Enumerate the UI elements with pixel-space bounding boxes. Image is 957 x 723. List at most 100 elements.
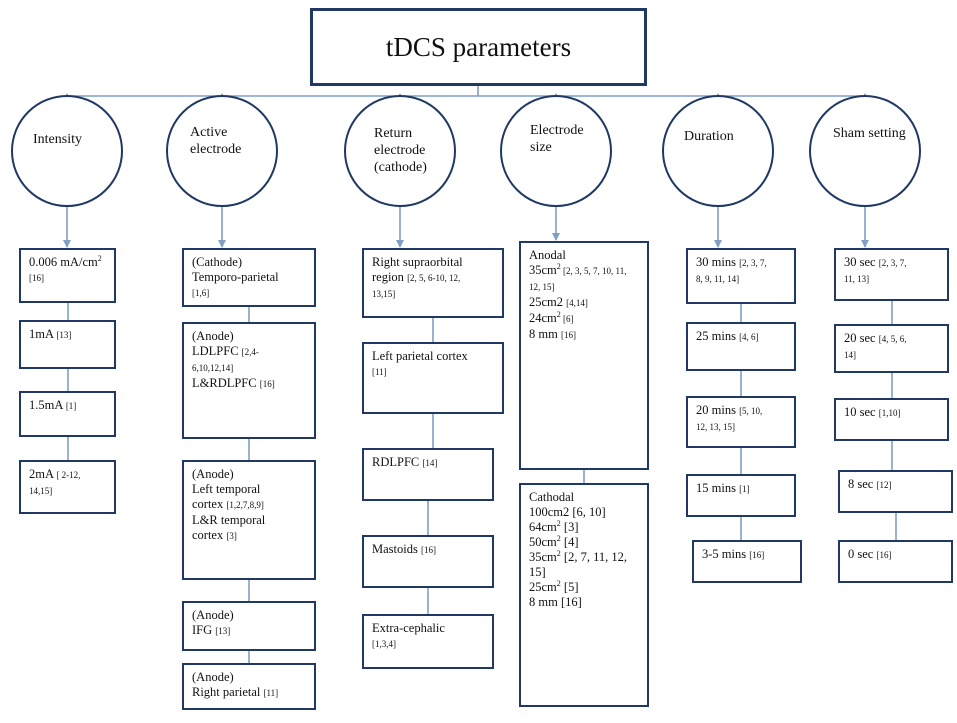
line-text: 8 mm xyxy=(529,327,561,341)
line-text: 0.006 mA/cm xyxy=(29,255,98,269)
box-line: (Anode) xyxy=(192,670,306,685)
return-electrode-box: Mastoids [16] xyxy=(362,535,494,588)
line-text: 25 mins xyxy=(696,329,740,343)
duration-box: 3-5 mins [16] xyxy=(692,540,802,583)
line-text: 8 mm [16] xyxy=(529,595,582,609)
box-line: cortex [1,2,7,8,9] xyxy=(192,497,306,513)
reference-citation: [1] xyxy=(65,401,77,411)
line-text: 20 sec xyxy=(844,331,879,345)
line-text: Cathodal xyxy=(529,490,575,504)
box-line: 3-5 mins [16] xyxy=(702,547,792,563)
superscript: 2 xyxy=(556,518,561,528)
return-electrode-box: Extra-cephalic [1,3,4] xyxy=(362,614,494,669)
intensity-box: 1mA [13] xyxy=(19,320,116,369)
box-line: 15] xyxy=(529,565,639,580)
box-line: 0 sec [16] xyxy=(848,547,943,563)
box-line: L&R temporal xyxy=(192,513,306,528)
reference-citation: [16] xyxy=(876,550,892,560)
reference-citation: [ 2-12, xyxy=(56,470,81,480)
reference-citation: [1,2,7,8,9] xyxy=(226,500,264,510)
box-line: (Anode) xyxy=(192,329,306,344)
reference-citation: [13] xyxy=(215,626,231,636)
box-line: Right supraorbital xyxy=(372,255,494,270)
line-text: 15 mins xyxy=(696,481,740,495)
line-text: (Anode) xyxy=(192,329,234,343)
box-line: 1.5mA [1] xyxy=(29,398,106,414)
line-text: Extra-cephalic xyxy=(372,621,445,635)
line-text: Right parietal xyxy=(192,685,264,699)
reference-citation: [1] xyxy=(739,484,750,494)
box-line: 35cm2 [2, 7, 11, 12, xyxy=(529,548,639,565)
active-electrode-box: (Cathode)Temporo-parietal[1,6] xyxy=(182,248,316,307)
box-line: 14,15] xyxy=(29,483,106,499)
box-line: 24cm2 [6] xyxy=(529,309,639,327)
category-label: Duration xyxy=(684,129,734,144)
superscript: 2 xyxy=(556,309,561,319)
box-line: 15 mins [1] xyxy=(696,481,786,497)
line-text: 35cm xyxy=(529,263,557,277)
line-text: [2, 7, 11, 12, xyxy=(560,550,627,564)
category-duration: Duration xyxy=(662,95,774,207)
line-text: cortex xyxy=(192,528,227,542)
active-electrode-box: (Anode)LDLPFC [2,4-6,10,12,14]L&RDLPFC [… xyxy=(182,322,316,439)
box-line: 14] xyxy=(844,347,939,363)
reference-citation: 14,15] xyxy=(29,486,53,496)
reference-citation: [1,6] xyxy=(192,288,210,298)
reference-citation: [1,3,4] xyxy=(372,639,396,649)
line-text: Left temporal xyxy=(192,482,261,496)
box-line: [1,6] xyxy=(192,285,306,301)
reference-citation: [14] xyxy=(422,458,438,468)
duration-box: 15 mins [1] xyxy=(686,474,796,517)
reference-citation: [2, 3, 5, 7, 10, 11, xyxy=(560,266,627,276)
category-label: Intensity xyxy=(33,132,82,147)
intensity-box: 2mA [ 2-12,14,15] xyxy=(19,460,116,514)
line-text: region xyxy=(372,270,408,284)
superscript: 2 xyxy=(556,261,561,271)
line-text: (Anode) xyxy=(192,608,234,622)
reference-citation: [1,10] xyxy=(878,408,901,418)
reference-citation: 8, 9, 11, 14] xyxy=(696,274,740,284)
line-text: 1mA xyxy=(29,327,57,341)
reference-citation: [16] xyxy=(259,379,275,389)
line-text: L&RDLPFC xyxy=(192,376,260,390)
superscript: 2 xyxy=(97,253,102,263)
line-text: Anodal xyxy=(529,248,566,262)
category-active-electrode: Active electrode xyxy=(166,95,278,207)
line-text: 25cm xyxy=(529,580,557,594)
category-label: Active electrode xyxy=(190,125,242,157)
box-line: 25cm2 [5] xyxy=(529,579,639,595)
line-text: 1.5mA xyxy=(29,398,66,412)
category-label: Electrode size xyxy=(530,123,584,155)
line-text: 24cm xyxy=(529,311,557,325)
line-text: 25cm2 xyxy=(529,295,567,309)
superscript: 2 xyxy=(556,548,561,558)
line-text: cortex xyxy=(192,497,227,511)
box-line: 12, 15] xyxy=(529,279,639,295)
duration-box: 30 mins [2, 3, 7,8, 9, 11, 14] xyxy=(686,248,796,304)
box-line: 8 mm [16] xyxy=(529,327,639,343)
box-line: 8, 9, 11, 14] xyxy=(696,271,786,287)
box-line: IFG [13] xyxy=(192,623,306,639)
reference-citation: [2, 5, 6-10, 12, xyxy=(407,273,461,283)
active-electrode-box: (Anode)Right parietal [11] xyxy=(182,663,316,710)
line-text: Mastoids xyxy=(372,542,421,556)
sham-setting-box: 0 sec [16] xyxy=(838,540,953,583)
line-text: Left parietal cortex xyxy=(372,349,468,363)
line-text: IFG xyxy=(192,623,216,637)
intensity-box: 0.006 mA/cm2[16] xyxy=(19,248,116,303)
box-line: 64cm2 [3] xyxy=(529,518,639,535)
box-line: Anodal xyxy=(529,248,639,263)
reference-citation: [6] xyxy=(560,314,574,324)
line-text: 20 mins xyxy=(696,403,740,417)
reference-citation: [16] xyxy=(560,330,576,340)
return-electrode-box: RDLPFC [14] xyxy=(362,448,494,501)
line-text: [4] xyxy=(560,535,579,549)
box-line: Extra-cephalic xyxy=(372,621,484,636)
box-line: 25cm2 [4,14] xyxy=(529,295,639,311)
category-electrode-size: Electrode size xyxy=(500,95,612,207)
line-text: 3-5 mins xyxy=(702,547,750,561)
line-text: (Anode) xyxy=(192,670,234,684)
reference-citation: [5, 10, xyxy=(739,406,763,416)
